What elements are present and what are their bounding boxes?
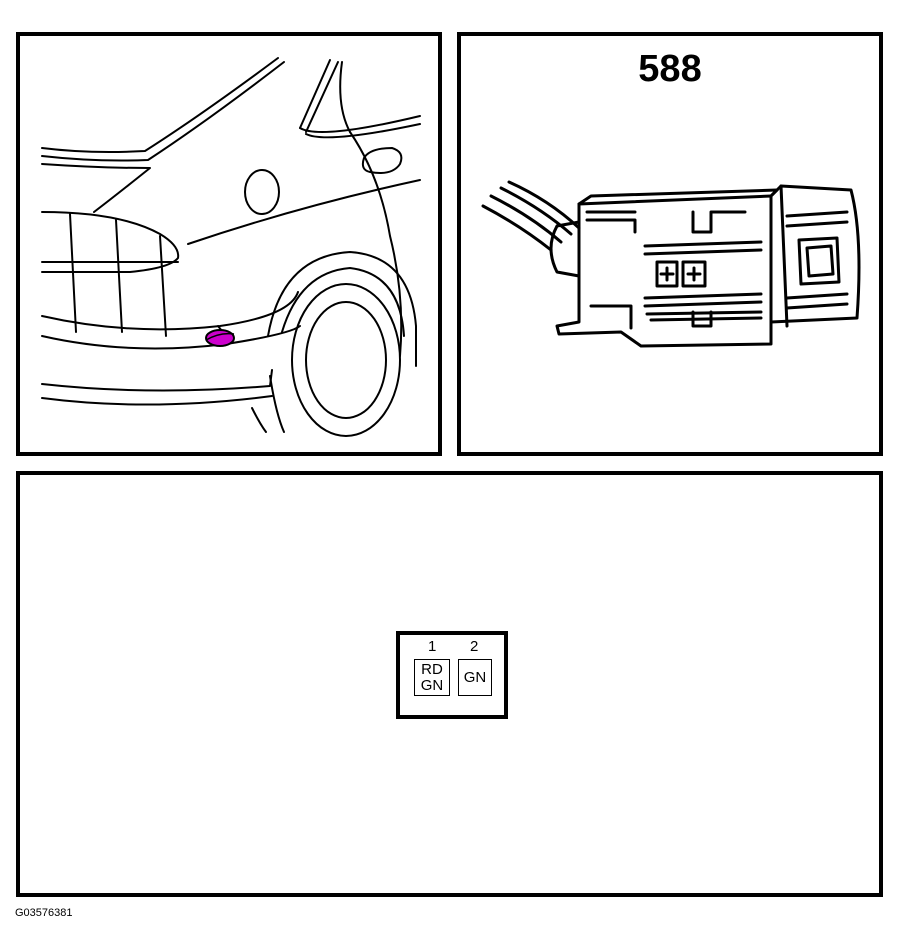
figure-code: G03576381 <box>15 907 73 919</box>
pin-2-cavity: GN <box>458 659 492 696</box>
pin-1-number: 1 <box>428 638 437 655</box>
connector-view-panel: 588 <box>457 32 883 456</box>
pin-2-number: 2 <box>470 638 479 655</box>
connector-number-label: 588 <box>638 48 702 90</box>
connector-face: 1 2 RD GN GN <box>396 631 508 719</box>
pinout-panel: 1 2 RD GN GN <box>16 471 883 897</box>
connector-illustration <box>481 180 861 348</box>
pin-1-cavity: RD GN <box>414 659 450 696</box>
pin-1-wire-color-1: RD <box>421 661 443 678</box>
vehicle-rear-illustration <box>41 57 421 437</box>
location-view-panel <box>16 32 442 456</box>
pin-2-wire-color-1: GN <box>463 669 487 686</box>
pin-1-wire-color-2: GN <box>420 677 444 694</box>
